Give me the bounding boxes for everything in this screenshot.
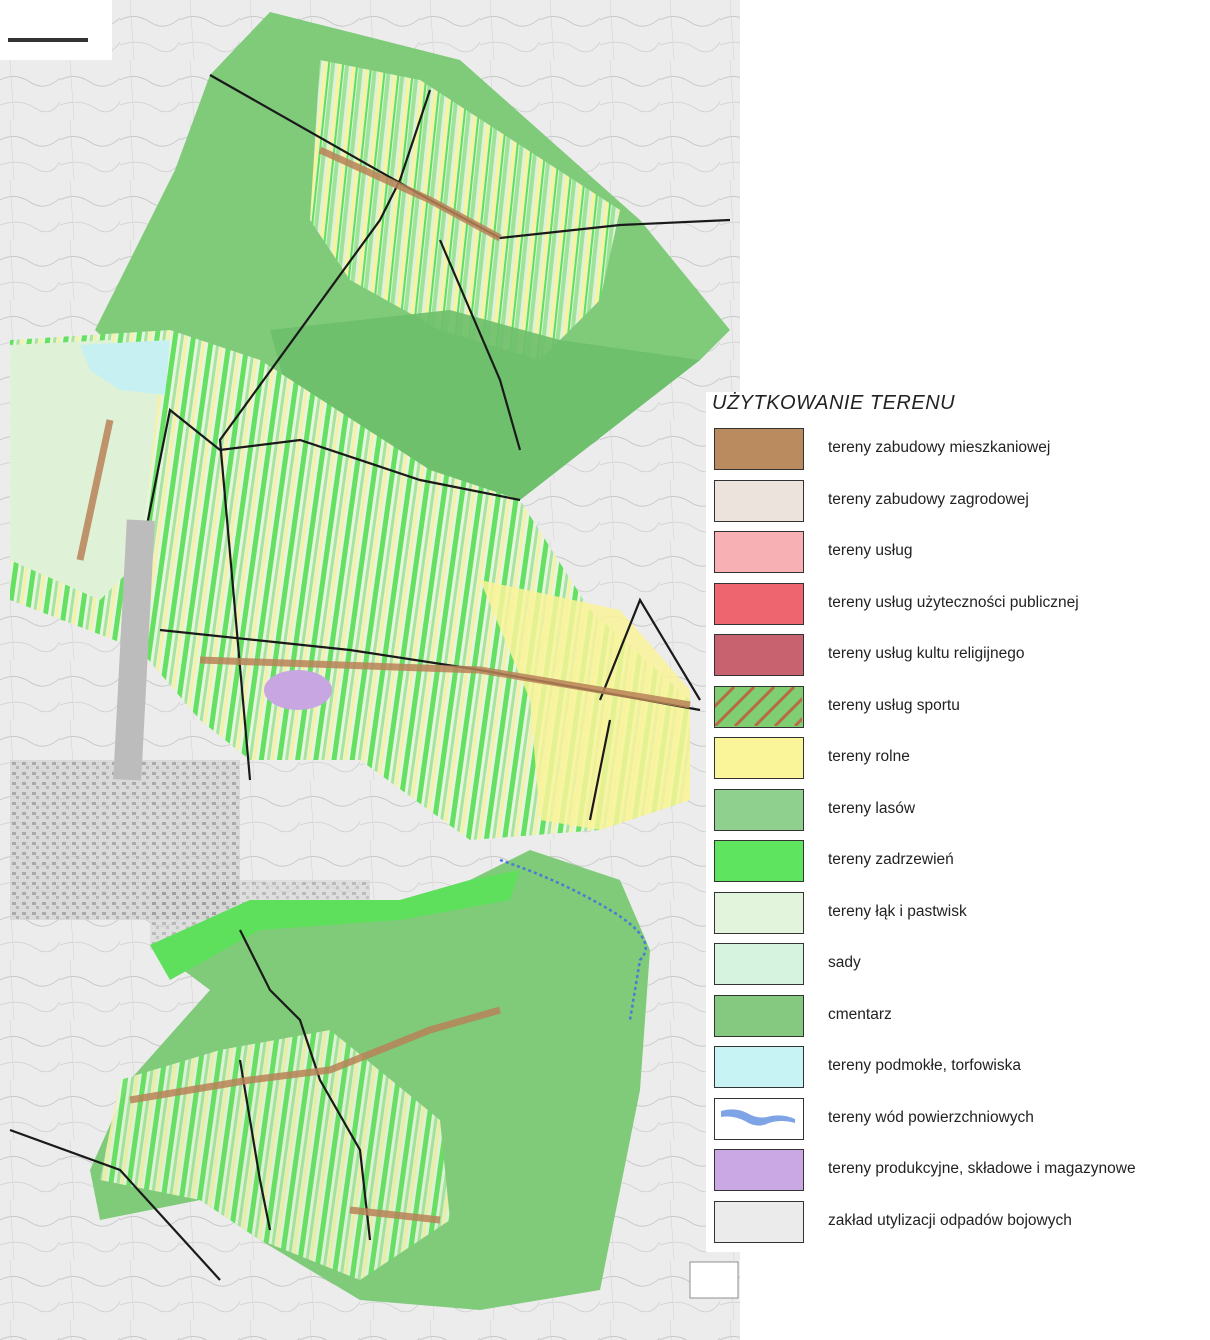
legend-item: tereny usług — [714, 531, 1204, 575]
industrial-area — [264, 670, 332, 710]
river — [499, 858, 647, 1021]
wetland-west — [80, 340, 170, 395]
legend-item: tereny usług użyteczności publicznej — [714, 582, 1204, 627]
legend-swatch — [714, 582, 804, 625]
legend-label: tereny podmokłe, torfowiska — [828, 1057, 1021, 1074]
legend-item: tereny zabudowy mieszkaniowej — [714, 428, 1204, 472]
legend-label: tereny usług kultu religijnego — [828, 645, 1025, 662]
legend-swatch — [714, 531, 804, 573]
scale-plate — [689, 1261, 739, 1299]
farm-strips-north — [310, 60, 620, 360]
scale-box — [0, 0, 112, 60]
legend-label: tereny zabudowy zagrodowej — [828, 490, 1029, 508]
legend-item: sady — [714, 943, 1204, 987]
legend-swatch — [714, 737, 804, 779]
legend-label: tereny produkcyjne, składowe i magazynow… — [828, 1160, 1136, 1177]
legend-swatch — [714, 479, 804, 522]
legend-swatch — [714, 634, 804, 676]
legend-item: tereny usług sportu — [714, 685, 1204, 730]
legend-label: tereny zadrzewień — [828, 851, 954, 868]
legend-swatch — [714, 1149, 804, 1191]
legend-item: tereny rolne — [714, 737, 1204, 781]
legend-item: tereny zabudowy zagrodowej — [714, 479, 1204, 524]
legend-swatch — [714, 1200, 804, 1243]
legend-item: tereny łąk i pastwisk — [714, 891, 1204, 936]
legend-item: tereny usług kultu religijnego — [714, 634, 1204, 678]
settlement-lines — [76, 146, 691, 1224]
legend-label: tereny usług — [828, 542, 913, 559]
legend-item: tereny wód powierzchniowych — [714, 1097, 1204, 1142]
scale-bar — [8, 38, 88, 42]
legend-item: tereny produkcyjne, składowe i magazynow… — [714, 1149, 1204, 1193]
rail-corridor — [113, 519, 155, 781]
legend-swatch — [714, 428, 804, 470]
legend-swatch — [714, 788, 804, 831]
legend-swatch — [714, 994, 804, 1037]
legend-label: tereny łąk i pastwisk — [828, 902, 967, 920]
legend-label: tereny wód powierzchniowych — [828, 1108, 1034, 1126]
legend-item: cmentarz — [714, 994, 1204, 1039]
legend-item: tereny podmokłe, torfowiska — [714, 1046, 1204, 1090]
legend-item: zakład utylizacji odpadów bojowych — [714, 1200, 1204, 1245]
legend-swatch — [714, 840, 804, 882]
legend-label: zakład utylizacji odpadów bojowych — [828, 1211, 1072, 1229]
legend-title: UŻYTKOWANIE TERENU — [712, 392, 956, 414]
legend-swatch — [714, 1046, 804, 1088]
legend-item: tereny zadrzewień — [714, 840, 1204, 884]
legend-swatch — [714, 891, 804, 934]
legend-label: tereny usług użyteczności publicznej — [828, 593, 1079, 611]
legend-label: cmentarz — [828, 1005, 892, 1023]
arable-east — [480, 580, 690, 830]
settlement-zone-middle — [10, 330, 690, 840]
legend-swatch — [714, 1097, 804, 1140]
legend: UŻYTKOWANIE TERENU tereny zabudowy miesz… — [706, 392, 1206, 1252]
legend-label: tereny lasów — [828, 799, 916, 817]
legend-label: tereny zabudowy mieszkaniowej — [828, 439, 1051, 456]
legend-item: tereny lasów — [714, 788, 1204, 833]
legend-swatch — [714, 685, 804, 728]
legend-label: sady — [828, 954, 861, 971]
thicket-edge-south — [150, 870, 520, 980]
legend-swatch — [714, 943, 804, 985]
meadow-west — [10, 340, 160, 600]
legend-label: tereny rolne — [828, 748, 910, 765]
legend-label: tereny usług sportu — [828, 696, 960, 714]
